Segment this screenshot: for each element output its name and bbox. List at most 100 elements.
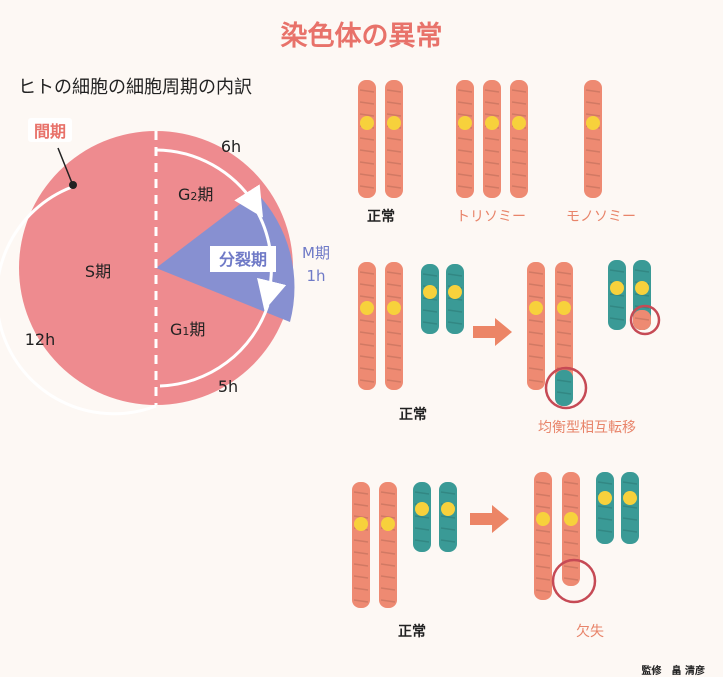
del-teal-b-band bbox=[622, 517, 638, 521]
normal-chr-b-band bbox=[386, 101, 402, 105]
del-normal-chr-a-band bbox=[353, 539, 369, 543]
normal-chr-a-band bbox=[359, 137, 375, 141]
del-normal-chr-a-band bbox=[353, 599, 369, 603]
trans-teal-b-band bbox=[634, 269, 650, 273]
del-chr-b-band bbox=[563, 529, 579, 533]
trisomy-chr-a-band bbox=[457, 161, 473, 165]
del-normal-chr-b-band bbox=[380, 563, 396, 567]
del-normal-teal-a-band bbox=[414, 491, 430, 495]
del-chr-a-band bbox=[535, 541, 551, 545]
del-normal-chr-b-band bbox=[380, 587, 396, 591]
trans-chr-a-band bbox=[528, 283, 544, 287]
trisomy-chr-a-band bbox=[457, 137, 473, 141]
normal-chr-a-band bbox=[359, 89, 375, 93]
trisomy-chr-c-band bbox=[511, 161, 527, 165]
trisomy-chr-b-band bbox=[484, 149, 500, 153]
del-chr-a-band bbox=[535, 493, 551, 497]
normal-chr-a-band bbox=[359, 149, 375, 153]
trans-normal-teal-a-centromere bbox=[423, 285, 437, 299]
del-normal-chr-a-band bbox=[353, 491, 369, 495]
translocation-arrow bbox=[473, 318, 512, 346]
trisomy-chr-a bbox=[456, 80, 474, 198]
trans-chr-a-band bbox=[528, 367, 544, 371]
del-chr-b-band bbox=[563, 493, 579, 497]
trans-normal-chr-a-band bbox=[359, 283, 375, 287]
del-teal-a-band bbox=[597, 505, 613, 509]
normal-label-3: 正常 bbox=[398, 623, 426, 640]
trans-normal-chr-b-band bbox=[386, 343, 402, 347]
del-normal-chr-a-band bbox=[353, 563, 369, 567]
trisomy-chr-b-band bbox=[484, 101, 500, 105]
trans-normal-teal-b-band bbox=[447, 321, 463, 325]
trans-chr-b-band bbox=[556, 379, 572, 383]
trans-normal-teal-b-band bbox=[447, 273, 463, 277]
deletion-label: 欠失 bbox=[576, 624, 604, 640]
del-teal-a-band bbox=[597, 517, 613, 521]
trisomy-chr-a-band bbox=[457, 173, 473, 177]
del-chr-a-band bbox=[535, 481, 551, 485]
s-phase-hours: 12h bbox=[25, 330, 56, 349]
normal-chr-a-band bbox=[359, 101, 375, 105]
trisomy-chr-a-centromere bbox=[458, 116, 472, 130]
m-phase-label: M期 bbox=[302, 244, 330, 262]
del-normal-chr-a-band bbox=[353, 575, 369, 579]
normal-label-1: 正常 bbox=[367, 208, 395, 225]
translocation-highlight-2 bbox=[629, 304, 661, 336]
del-normal-chr-b-band bbox=[380, 503, 396, 507]
trans-chr-b-band bbox=[556, 331, 572, 335]
g2-phase-label: G2期 bbox=[178, 185, 213, 204]
trans-chr-b-band bbox=[556, 343, 572, 347]
normal-chr-a-band bbox=[359, 173, 375, 177]
trans-normal-chr-a-band bbox=[359, 379, 375, 383]
normal-chr-a-band bbox=[359, 113, 375, 117]
interphase-pointer-dot bbox=[69, 181, 77, 189]
del-chr-b-band bbox=[563, 541, 579, 545]
monosomy-chr-band bbox=[585, 89, 601, 93]
del-chr-a-centromere bbox=[536, 512, 550, 526]
del-normal-chr-b-centromere bbox=[381, 517, 395, 531]
del-teal-b bbox=[621, 472, 639, 544]
trans-chr-a-band bbox=[528, 319, 544, 323]
del-chr-a-band bbox=[535, 577, 551, 581]
trans-normal-teal-a-band bbox=[422, 273, 438, 277]
normal-chr-b-band bbox=[386, 185, 402, 189]
del-chr-a-band bbox=[535, 529, 551, 533]
trisomy-chr-b-band bbox=[484, 185, 500, 189]
trans-teal-a-band bbox=[609, 305, 625, 309]
trans-chr-a-centromere bbox=[529, 301, 543, 315]
monosomy-chr-band bbox=[585, 101, 601, 105]
page-title: 染色体の異常 bbox=[280, 21, 443, 52]
trans-normal-teal-b-centromere bbox=[448, 285, 462, 299]
trans-chr-b-band bbox=[556, 391, 572, 395]
del-normal-chr-b bbox=[379, 482, 397, 608]
normal-chr-b-band bbox=[386, 113, 402, 117]
trans-teal-b-centromere bbox=[635, 281, 649, 295]
normal-chr-b-band bbox=[386, 89, 402, 93]
trisomy-chr-b-band bbox=[484, 113, 500, 117]
trans-normal-teal-a-band bbox=[422, 309, 438, 313]
g2-phase-hours: 6h bbox=[221, 137, 241, 156]
trisomy-chr-b-band bbox=[484, 137, 500, 141]
trans-teal-a-band bbox=[609, 269, 625, 273]
del-chr-a-band bbox=[535, 505, 551, 509]
monosomy-chr-band bbox=[585, 161, 601, 165]
del-normal-chr-b-band bbox=[380, 491, 396, 495]
trisomy-chr-a-band bbox=[457, 149, 473, 153]
translocation-label: 均衡型相互転移 bbox=[538, 420, 636, 436]
trisomy-chr-b-band bbox=[484, 161, 500, 165]
diagram-subtitle: ヒトの細胞の細胞周期の内訳 bbox=[18, 77, 252, 98]
monosomy-chr-band bbox=[585, 185, 601, 189]
trisomy-chr-c-band bbox=[511, 185, 527, 189]
del-chr-a-band bbox=[535, 565, 551, 569]
trans-normal-chr-b-band bbox=[386, 379, 402, 383]
g1-arc bbox=[159, 304, 270, 388]
del-normal-teal-b-band bbox=[440, 527, 456, 531]
normal-chr-b bbox=[385, 80, 403, 198]
trans-normal-teal-b-band bbox=[447, 309, 463, 313]
del-teal-b-band bbox=[622, 481, 638, 485]
mitosis-label-bg bbox=[210, 246, 276, 272]
trans-normal-chr-b-band bbox=[386, 331, 402, 335]
trisomy-chr-a-band bbox=[457, 89, 473, 93]
trisomy-chr-c-band bbox=[511, 101, 527, 105]
trans-chr-b-band bbox=[556, 319, 572, 323]
